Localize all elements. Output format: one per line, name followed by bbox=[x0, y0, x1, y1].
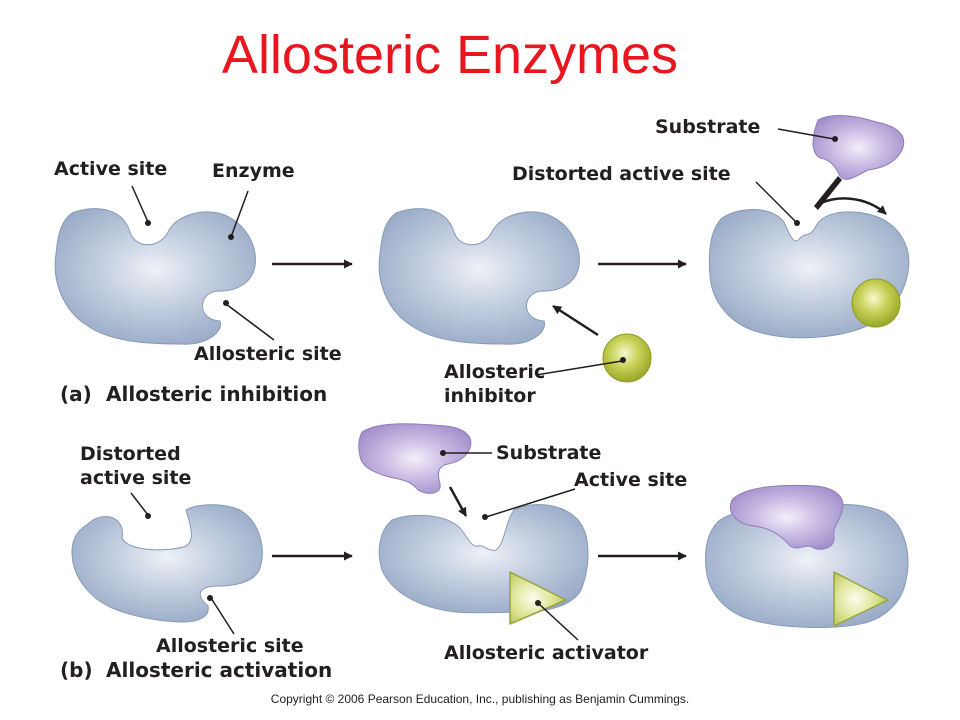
label-allosteric-inhibitor-line2: inhibitor bbox=[444, 385, 536, 407]
arrow-substrate-blocked bbox=[814, 176, 842, 210]
arrow-substrate-binding bbox=[448, 486, 468, 517]
panel-b-caption: Allosteric activation bbox=[106, 658, 332, 682]
leaders-b bbox=[130, 452, 579, 641]
substrate-b bbox=[358, 423, 472, 494]
label-allosteric-site-bottom: Allosteric site bbox=[156, 635, 304, 657]
leader-dots-a bbox=[145, 136, 838, 363]
copyright-notice: Copyright © 2006 Pearson Education, Inc.… bbox=[270, 692, 690, 706]
leaders-a bbox=[131, 128, 835, 376]
inhibitor-free bbox=[602, 333, 652, 383]
arrow-inhibitor-binding bbox=[552, 304, 599, 337]
label-allosteric-inhibitor-line1: Allosteric bbox=[444, 361, 545, 383]
panel-b-letter: (b) bbox=[60, 658, 93, 682]
label-substrate-bottom: Substrate bbox=[496, 442, 601, 464]
panel-a-letter: (a) bbox=[60, 382, 92, 406]
leader-dots-b bbox=[145, 450, 541, 606]
label-active-site: Active site bbox=[54, 158, 167, 180]
label-substrate-top: Substrate bbox=[655, 116, 760, 138]
label-distorted-line2: active site bbox=[80, 467, 191, 489]
activator-b2 bbox=[509, 571, 567, 625]
panel-a-caption: Allosteric inhibition bbox=[106, 382, 327, 406]
inhibitor-bound bbox=[851, 278, 901, 328]
substrate-bound bbox=[730, 484, 844, 550]
label-allosteric-site: Allosteric site bbox=[194, 343, 342, 365]
slide-title: Allosteric Enzymes bbox=[221, 25, 679, 85]
enzyme-b1 bbox=[71, 504, 263, 623]
label-active-site-bottom: Active site bbox=[574, 469, 687, 491]
label-distorted-line1: Distorted bbox=[80, 443, 181, 465]
substrate-top bbox=[812, 115, 905, 180]
enzyme-a2 bbox=[378, 208, 580, 345]
label-allosteric-activator: Allosteric activator bbox=[444, 642, 649, 664]
arrow-substrate-deflect bbox=[815, 197, 887, 215]
label-enzyme: Enzyme bbox=[212, 160, 295, 182]
enzyme-a1 bbox=[54, 208, 256, 345]
activator-b3 bbox=[833, 571, 889, 627]
label-distorted-active-site: Distorted active site bbox=[512, 163, 731, 185]
